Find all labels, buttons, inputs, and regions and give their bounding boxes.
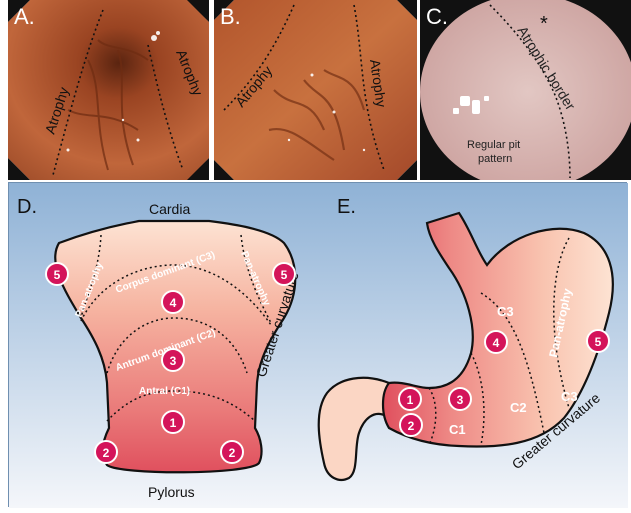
marker-d-2-right: 2 [221,441,243,463]
pit-pattern-label-2: pattern [478,153,512,165]
panel-tag-a: A. [14,4,35,30]
svg-text:5: 5 [281,268,288,282]
marker-e-3: 3 [449,388,471,410]
pit-pattern-label-1: Regular pit [467,139,520,151]
marker-e-2: 2 [400,414,422,436]
marker-d-3: 3 [162,349,184,371]
marker-d-5-left: 5 [46,263,68,285]
panel-tag-d: D. [17,196,37,218]
marker-e-5: 5 [587,330,609,352]
asterisk-marker: * [540,13,548,35]
endoscopy-image-c: Atrophic border * Regular pit pattern C. [420,0,631,180]
svg-text:4: 4 [170,296,177,310]
svg-text:1: 1 [407,393,414,407]
c3-label-right: C3 [561,389,578,404]
panel-tag-c: C. [426,4,448,30]
c1-label: C1 [449,422,466,437]
svg-text:1: 1 [170,416,177,430]
panel-tag-b: B. [220,4,241,30]
antral-label: Antral (C1) [139,386,190,397]
panel-tag-e: E. [337,196,356,218]
cardia-label: Cardia [149,201,190,217]
svg-text:2: 2 [103,446,110,460]
svg-text:5: 5 [54,268,61,282]
stomach-diagram-panel: D. Cardia Pylorus Greater curvature Pan-… [8,182,627,507]
svg-text:5: 5 [595,335,602,349]
c3-label-top: C3 [497,304,514,319]
endoscopy-image-a: Atrophy Atrophy A. [8,0,209,180]
svg-text:3: 3 [170,354,177,368]
endoscopy-photo-b: Atrophy Atrophy [214,0,417,180]
svg-text:2: 2 [229,446,236,460]
marker-d-2-left: 2 [95,441,117,463]
marker-e-4: 4 [485,331,507,353]
marker-d-1: 1 [162,411,184,433]
pylorus-label: Pylorus [148,484,195,500]
endoscopy-image-b: Atrophy Atrophy B. [214,0,417,180]
svg-text:4: 4 [493,336,500,350]
marker-d-4: 4 [162,291,184,313]
c2-label: C2 [510,400,527,415]
endoscopy-photo-a: Atrophy Atrophy [8,0,209,180]
marker-d-5-right: 5 [273,263,295,285]
marker-e-1: 1 [399,388,421,410]
svg-text:2: 2 [408,419,415,433]
endoscopy-photo-c: Atrophic border * Regular pit pattern [420,0,631,180]
stomach-diagrams: D. Cardia Pylorus Greater curvature Pan-… [9,183,628,508]
svg-text:3: 3 [457,393,464,407]
